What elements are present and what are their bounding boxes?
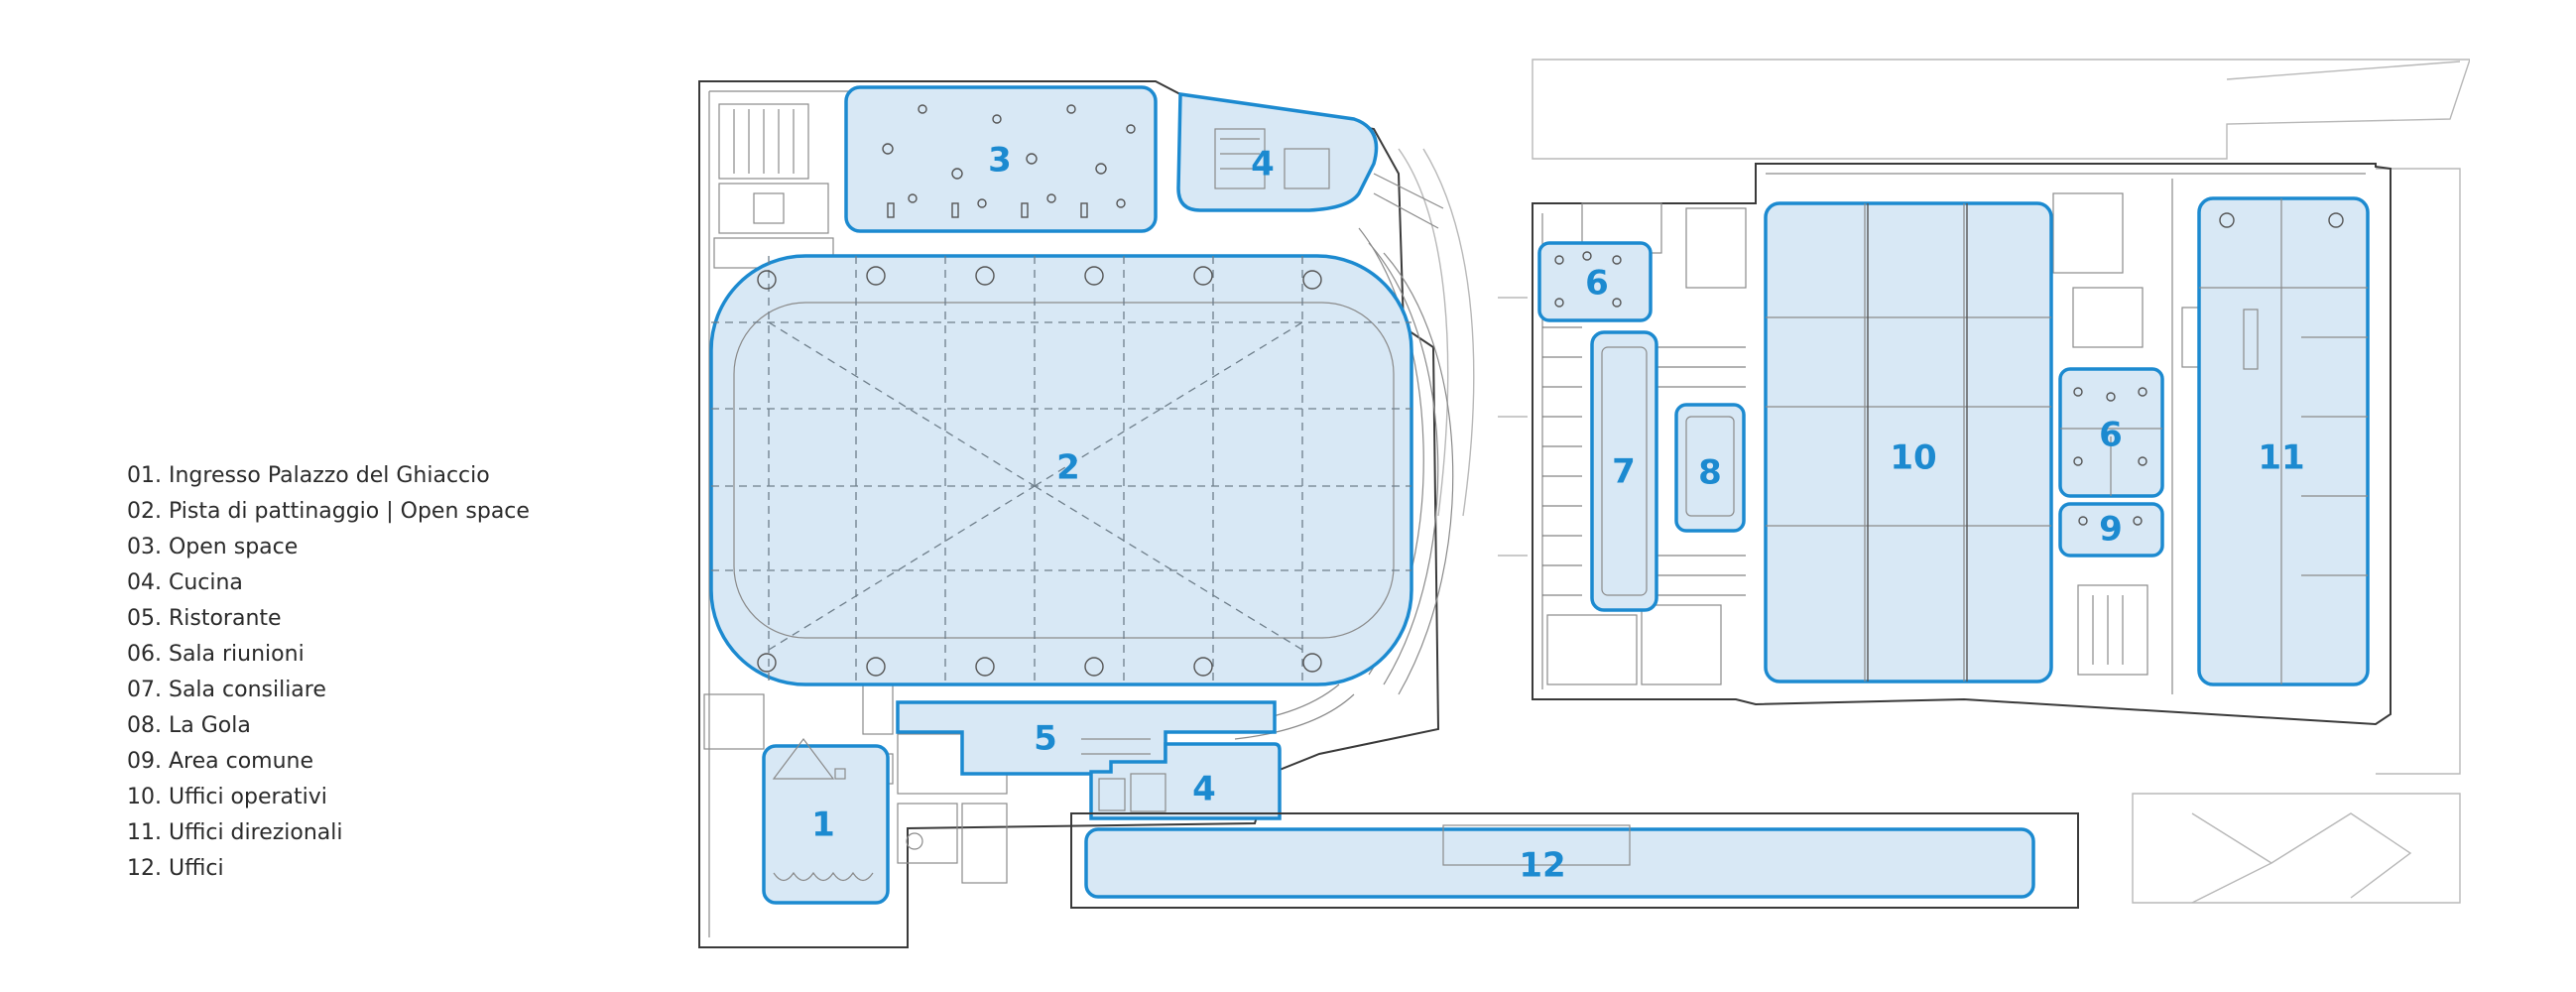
zone-03-label: 3 xyxy=(988,141,1012,181)
zone-04-top: 4 xyxy=(1176,91,1379,212)
zone-06-top-label: 6 xyxy=(1585,264,1609,304)
zone-03-area xyxy=(844,85,1158,233)
zone-04-bottom: 4 xyxy=(1089,742,1282,820)
zone-06-top-area xyxy=(1537,241,1653,322)
zone-04-top-area xyxy=(1176,91,1379,212)
zone-09-label: 9 xyxy=(2099,510,2123,550)
zone-08: 8 xyxy=(1674,403,1746,533)
zone-11-area xyxy=(2197,196,2370,686)
zone-02-columns xyxy=(757,266,1322,677)
zone-01: 1 xyxy=(762,738,890,905)
zone-09: 9 xyxy=(2058,502,2164,558)
zone-06-right: 6 xyxy=(2058,367,2164,498)
zone-04-bottom-label: 4 xyxy=(1192,770,1216,809)
zone-07-label: 7 xyxy=(1612,452,1636,492)
right-building-walls xyxy=(1532,163,2392,726)
zone-12-label: 12 xyxy=(1519,846,1565,886)
zone-05-label: 5 xyxy=(1034,719,1057,759)
floor-plan: 3 4 xyxy=(698,59,2470,948)
legend-item-10: 10. Uffici operativi xyxy=(127,785,327,809)
legend-item-07: 07. Sala consiliare xyxy=(127,678,326,702)
zone-01-area xyxy=(762,744,890,905)
zone-02-label: 2 xyxy=(1056,448,1080,488)
zone-06-top: 6 xyxy=(1537,241,1653,322)
legend-item-02: 02. Pista di pattinaggio | Open space xyxy=(127,499,530,524)
legend-item-09: 09. Area comune xyxy=(127,749,314,774)
zone-04-bottom-area xyxy=(1089,742,1282,820)
legend-item-08: 08. La Gola xyxy=(127,713,251,738)
zone-07-area xyxy=(1590,330,1658,612)
zone-02-grid xyxy=(711,256,1411,684)
legend-item-01: 01. Ingresso Palazzo del Ghiaccio xyxy=(127,463,490,488)
zone-01-label: 1 xyxy=(811,806,835,845)
legend-item-12: 12. Uffici xyxy=(127,856,224,881)
legend-item-05: 05. Ristorante xyxy=(127,606,282,631)
zone-02-rink-inner xyxy=(733,302,1395,639)
zone-08-area xyxy=(1674,403,1746,533)
zone-10-label: 10 xyxy=(1890,438,1936,478)
zone-08-label: 8 xyxy=(1698,453,1722,493)
legend-item-06: 06. Sala riunioni xyxy=(127,642,305,667)
legend-item-11: 11. Uffici direzionali xyxy=(127,820,343,845)
zone-06-right-label: 6 xyxy=(2099,416,2123,455)
zone-05: 5 xyxy=(896,700,1277,776)
zone-11: 11 xyxy=(2197,196,2370,686)
zone-03: 3 xyxy=(844,85,1158,233)
zone-12-area xyxy=(1084,827,2035,899)
zone-10: 10 xyxy=(1764,201,2053,683)
legend-item-03: 03. Open space xyxy=(127,535,299,559)
zone-11-label: 11 xyxy=(2258,438,2304,478)
legend-item-04: 04. Cucina xyxy=(127,570,243,595)
zone-10-area xyxy=(1764,201,2053,683)
zone-12: 12 xyxy=(1070,812,2079,909)
context-outlines xyxy=(1398,59,2470,904)
zone-04-top-label: 4 xyxy=(1251,145,1275,185)
zone-02: 2 xyxy=(709,254,1413,686)
zone-03-furniture xyxy=(882,104,1136,218)
zone-07: 7 xyxy=(1590,330,1658,612)
legend: 01. Ingresso Palazzo del Ghiaccio 02. Pi… xyxy=(127,458,603,887)
